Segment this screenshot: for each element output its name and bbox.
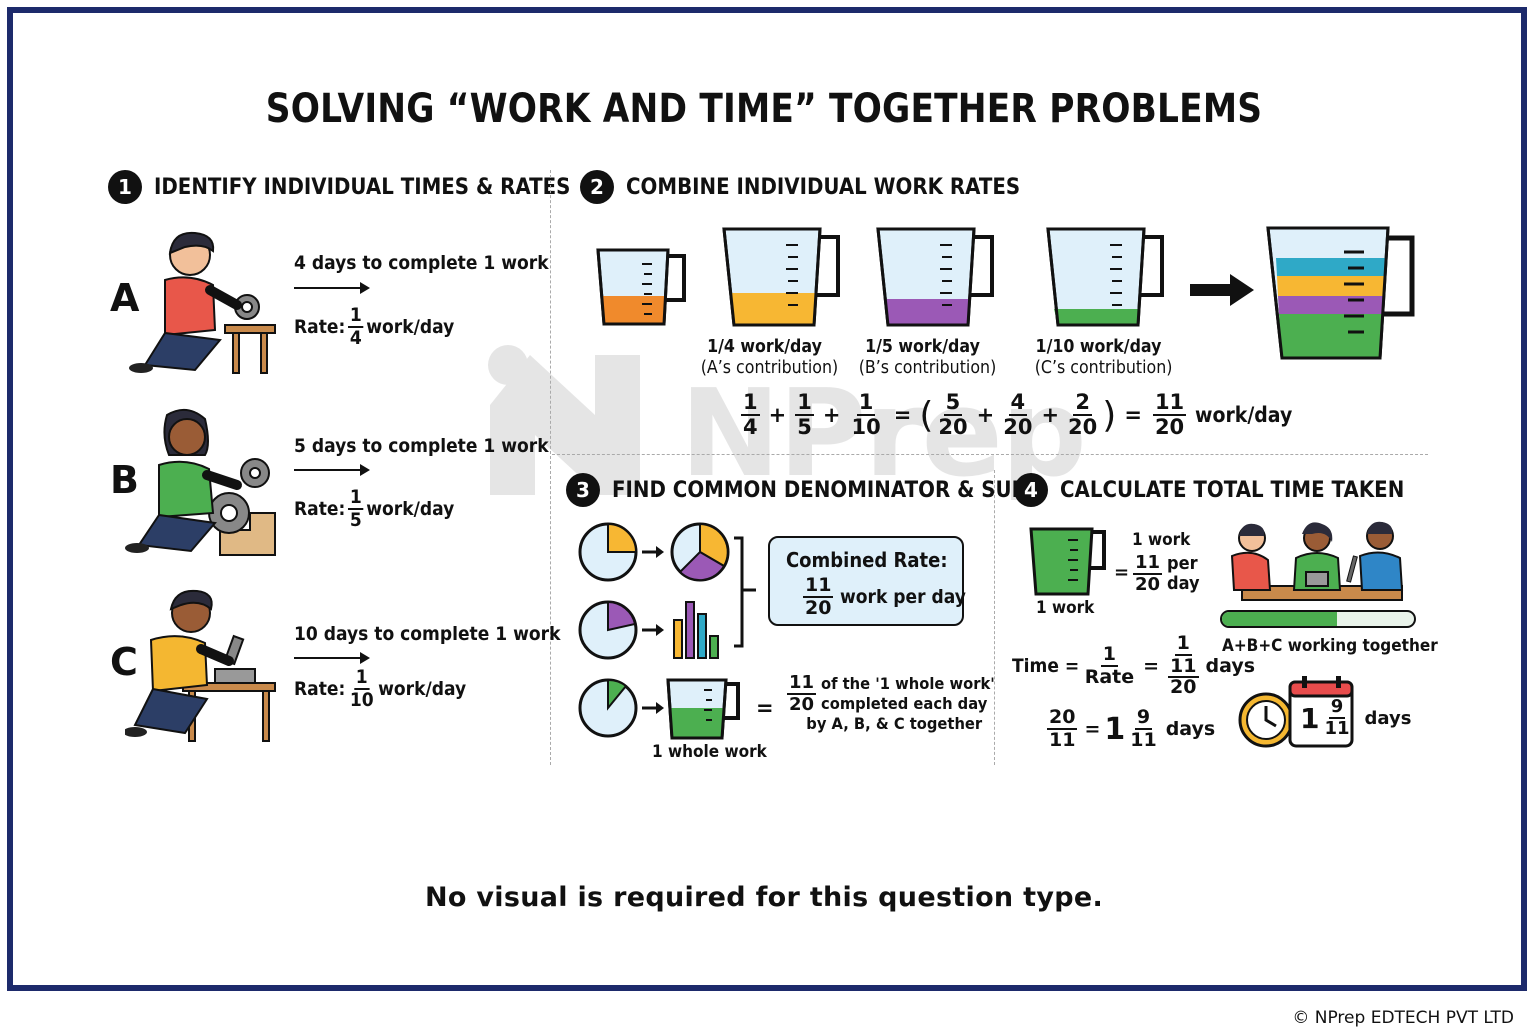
section-number: 1: [108, 170, 142, 204]
jug-a-caption: 1/4 work/day(A’s contribution): [700, 336, 839, 378]
jug-a-icon: [722, 227, 840, 327]
progress-bar: [1220, 610, 1416, 628]
section-title: FIND COMMON DENOMINATOR & SUM: [612, 477, 1032, 503]
worker-b-illustration-icon: [125, 408, 276, 556]
section-1-header: 1 IDENTIFY INDIVIDUAL TIMES & RATES: [108, 170, 617, 204]
jug-b-icon: [876, 227, 994, 327]
clock-calendar-icon: [1238, 676, 1354, 748]
step4-equals: =: [1114, 562, 1130, 583]
jug-c-caption: 1/10 work/day(C’s contribution): [1034, 336, 1173, 378]
combined-jug-icon: [1266, 226, 1415, 360]
step4-jug-icon: [1029, 527, 1106, 596]
page-frame: [7, 7, 1527, 991]
section-number: 4: [1014, 473, 1048, 507]
divider-vertical: [550, 170, 551, 765]
rate-label: Rate:: [294, 498, 346, 520]
step3-equals: =: [756, 696, 774, 720]
worker-letter-a: A: [110, 276, 140, 320]
rate-unit: work/day: [366, 316, 455, 338]
arrow-icon: [294, 652, 370, 664]
rate-unit: work/day: [378, 678, 467, 700]
section-title: IDENTIFY INDIVIDUAL TIMES & RATES: [154, 174, 571, 200]
rate-unit: work/day: [366, 498, 455, 520]
pie-steps-icon: [578, 522, 756, 740]
worker-a-illustration-icon: [129, 231, 276, 374]
step4-top-work: 1 work: [1132, 530, 1191, 550]
worker-c-illustration-icon: [125, 589, 276, 742]
note-text: No visual is required for this question …: [424, 882, 1104, 913]
worker-a-days: 4 days to complete 1 work: [294, 252, 549, 274]
whole-work-label: 1 whole work: [652, 742, 767, 762]
section-title: CALCULATE TOTAL TIME TAKEN: [1060, 477, 1405, 503]
rate-label: Rate:: [294, 316, 346, 338]
rate-label: Rate:: [294, 678, 346, 700]
combined-rate-title: Combined Rate:: [785, 548, 948, 572]
copyright-text: © NPrep EDTECH PVT LTD: [1292, 1008, 1514, 1028]
section-2-header: 2 COMBINE INDIVIDUAL WORK RATES: [580, 170, 1064, 204]
page-title: SOLVING “WORK AND TIME” TOGETHER PROBLEM…: [265, 86, 1263, 132]
divider-vertical-2: [994, 470, 995, 765]
worker-letter-b: B: [110, 458, 139, 502]
arrow-icon: [294, 464, 370, 476]
jug-b-caption: 1/5 work/day(B’s contribution): [858, 336, 997, 378]
progress-fill: [1222, 612, 1338, 626]
divider-horizontal: [552, 454, 1428, 455]
worker-b-days: 5 days to complete 1 work: [294, 435, 549, 457]
arrow-icon: [294, 282, 370, 294]
worker-c-days: 10 days to complete 1 work: [294, 623, 561, 645]
big-arrow-right-icon: [1190, 274, 1254, 306]
section-number: 3: [566, 473, 600, 507]
section-number: 2: [580, 170, 614, 204]
worker-letter-c: C: [110, 640, 138, 684]
section-title: COMBINE INDIVIDUAL WORK RATES: [626, 174, 1021, 200]
section-3-header: 3 FIND COMMON DENOMINATOR & SUM: [566, 473, 1078, 507]
step4-jug-label: 1 work: [1036, 598, 1095, 618]
team-working-icon: [1230, 521, 1404, 601]
together-label: A+B+C working together: [1222, 636, 1438, 656]
small-jug-orange-icon: [596, 248, 686, 326]
section-4-header: 4 CALCULATE TOTAL TIME TAKEN: [1014, 473, 1443, 507]
jug-c-icon: [1046, 227, 1164, 327]
